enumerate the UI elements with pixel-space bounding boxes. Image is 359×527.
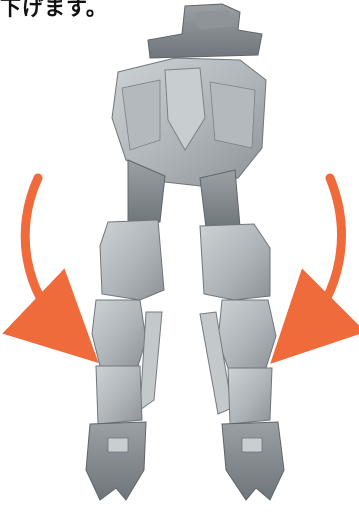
waist-unit (148, 4, 262, 58)
left-leg (86, 160, 165, 500)
right-leg (200, 170, 284, 500)
curved-arrow-left-icon (25, 178, 66, 332)
curved-arrow-right-icon (302, 178, 341, 332)
